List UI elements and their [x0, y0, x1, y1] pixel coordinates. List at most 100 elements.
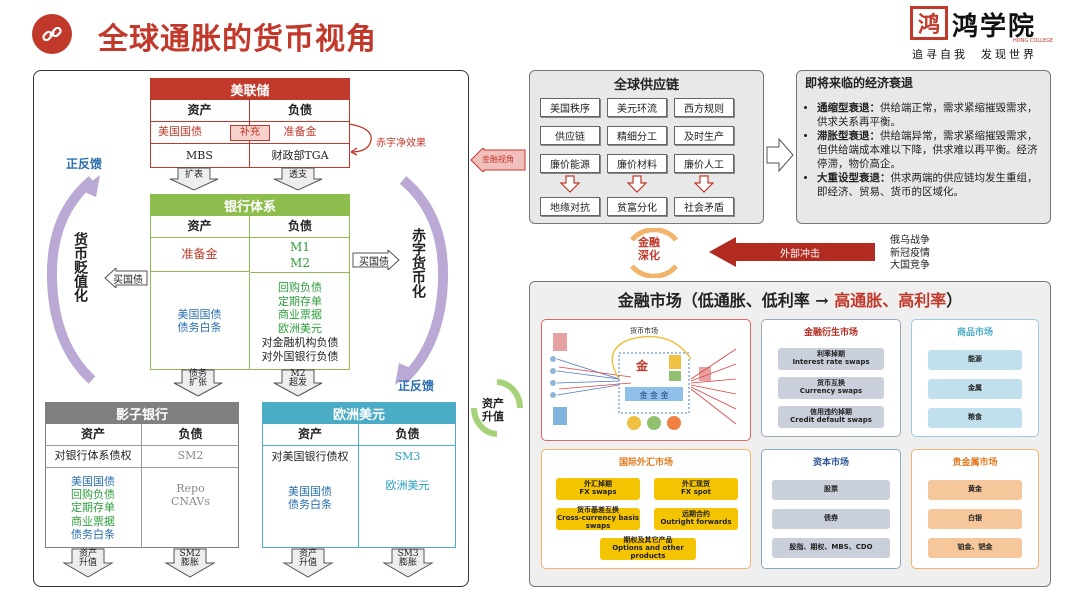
commodity-item: 能源 — [928, 350, 1022, 370]
bank-title: 银行体系 — [150, 194, 350, 216]
right-vertical-label: 赤字货币化 — [410, 228, 426, 298]
shadow-table — [45, 402, 239, 548]
fed-asset-mbs: MBS — [150, 144, 250, 168]
shadow-liability-sm2: SM2 — [142, 446, 239, 468]
market-title-b: 高通胀、高利率 — [834, 291, 947, 310]
deepening-cycle-icon — [629, 228, 679, 278]
deepening-label: 金融 深化 — [638, 236, 660, 262]
recession-item-title: 通缩型衰退： — [817, 102, 880, 114]
fx-title: 国际外汇市场 — [618, 458, 673, 468]
supply-outcome: 贫富分化 — [607, 197, 667, 216]
logo-english: HONG COLLEGE — [1013, 38, 1054, 44]
euro-asset-arrow: 资产升值 — [282, 548, 334, 578]
market-title-a: 金融市场（低通胀、低利率 → — [617, 291, 835, 310]
shadow-liability-cnav: CNAVs — [170, 495, 211, 508]
shadow-asset-header: 资产 — [45, 424, 142, 446]
shadow-liability-repo: Repo — [176, 482, 205, 496]
bank-m2-label-1: M2 — [290, 368, 306, 379]
supply-item: 廉价能源 — [540, 154, 600, 173]
right-curve-arrow — [395, 176, 449, 385]
supply-item: 精细分工 — [607, 126, 667, 145]
commodity-item: 金属 — [928, 379, 1022, 399]
metal-item: 黄金 — [928, 480, 1022, 500]
supply-item: 供应链 — [540, 126, 600, 145]
bank-liability-cp: 商业票据 — [278, 308, 322, 322]
recession-item: 大重设型衰退：供求两端的供应链均发生重组，即经济、贸易、货币的区域化。 — [817, 172, 1045, 199]
market-title-c: ） — [946, 291, 963, 310]
recession-item-title: 大重设型衰退： — [817, 172, 891, 185]
fed-title: 美联储 — [150, 78, 350, 100]
logo-name: 鸿学院 — [952, 12, 1037, 42]
recession-item-text: 供给端异常，需求紧缩摧毁需求，但供给端成本难以下降，供求难以再平衡。经济停滞，物… — [817, 130, 1038, 170]
euro-liability-header: 负债 — [359, 424, 456, 446]
fx-item: 外汇现货 FX spot — [654, 478, 738, 500]
asset-cycle-icon — [470, 379, 524, 437]
derivatives-title: 金融衍生市场 — [803, 328, 858, 338]
bank-asset-reserves: 准备金 — [150, 238, 250, 272]
bank-liability-foreign: 对外国银行负债 — [261, 349, 339, 363]
bank-debt-label-2: 扩张 — [188, 378, 207, 388]
fed-overdraft-label: 透支 — [288, 170, 307, 181]
fed-overdraft-arrow: 透支 — [272, 167, 324, 191]
euro-liability-sm3: SM3 — [394, 449, 421, 463]
recession-item-title: 滞胀型衰退： — [817, 130, 880, 143]
shadow-asset-repo: 回购负债 — [71, 488, 115, 502]
bank-liability-cd: 定期存单 — [278, 294, 322, 308]
market-title: 金融市场（低通胀、低利率 → 高通胀、高利率） — [529, 287, 1051, 311]
euro-sm3-arrow-2: 膨胀 — [398, 558, 417, 568]
shadow-liability-header: 负债 — [142, 424, 239, 446]
recession-list: 通缩型衰退：供给端正常，需求紧缩摧毁需求，供求关系再平衡。滞胀型衰退：供给端异常… — [805, 102, 1045, 200]
fed-liability-tga: 财政部TGA — [271, 148, 329, 162]
fx-item: 期权及其它产品 Options and other products — [600, 537, 696, 560]
fed-expand-label: 扩表 — [184, 170, 203, 181]
supply-down-arrow-icon — [559, 175, 581, 193]
supply-item: 及时生产 — [674, 126, 734, 145]
money-market-center: 金 — [636, 359, 649, 373]
bank-liability-repo: 回购负债 — [278, 280, 322, 294]
derivatives-item: 利率掉期 Interest rate swaps — [778, 348, 884, 370]
shadow-asset-list: 美国国债 回购负债 定期存单 商业票据 债务白条 — [45, 468, 142, 548]
title-icon — [32, 14, 72, 54]
bank-liability-m2: M2 — [250, 256, 350, 273]
bank-asset-treasury: 美国国债 — [177, 307, 222, 321]
bank-liability-list: 回购负债 定期存单 商业票据 欧洲美元 对金融机构负债 对外国银行负债 — [250, 274, 350, 370]
bank-liability-eurodollar: 欧洲美元 — [278, 322, 322, 335]
supply-item: 廉价材料 — [607, 154, 667, 173]
euro-asset-arrow-2: 升值 — [298, 558, 317, 568]
fx-item: 外汇掉期 FX swaps — [556, 478, 640, 500]
recession-item: 通缩型衰退：供给端正常，需求紧缩摧毁需求，供求关系再平衡。 — [817, 102, 1045, 129]
supply-item: 美元环流 — [607, 98, 667, 117]
financial-view-label: 金融视角 — [482, 155, 514, 164]
capital-item: 债券 — [772, 509, 890, 529]
derivatives-item: 信用违约掉期 Credit default swaps — [778, 406, 884, 428]
supply-title: 全球供应链 — [613, 78, 679, 93]
euro-asset-iou: 债务白条 — [288, 497, 332, 511]
euro-title: 欧洲美元 — [262, 402, 456, 424]
commodity-title: 商品市场 — [956, 328, 993, 338]
fed-liability-header: 负债 — [250, 100, 350, 122]
left-buy-arrow: 买国债 — [104, 268, 148, 288]
euro-asset-treasury: 美国国债 — [288, 485, 332, 498]
euro-table — [262, 402, 456, 548]
bank-asset-iou: 债务白条 — [177, 320, 222, 334]
euro-asset-claims: 对美国银行债权 — [262, 446, 359, 468]
recession-panel — [796, 70, 1051, 224]
money-market-network: 金 金 金 — [550, 333, 737, 430]
metal-title: 贵金属市场 — [952, 458, 998, 468]
shadow-asset-cd: 定期存单 — [71, 501, 115, 515]
money-market-title: 货币市场 — [630, 327, 658, 335]
metal-item: 铂金、钯金 — [928, 538, 1022, 558]
shadow-asset-arrow-2: 升值 — [78, 558, 97, 568]
page-title: 全球通胀的货币视角 — [98, 22, 377, 57]
right-buy-arrow: 买国债 — [352, 250, 400, 270]
bank-liability-header: 负债 — [250, 216, 350, 238]
shadow-sm2-arrow-2: 膨胀 — [180, 558, 199, 568]
recession-title: 即将来临的经济衰退 — [805, 76, 914, 90]
supply-item: 廉价人工 — [674, 154, 734, 173]
commodity-item: 粮食 — [928, 408, 1022, 428]
supply-item: 西方规则 — [674, 98, 734, 117]
supply-down-arrow-icon — [693, 175, 715, 193]
shadow-asset-treasury: 美国国债 — [71, 475, 115, 489]
